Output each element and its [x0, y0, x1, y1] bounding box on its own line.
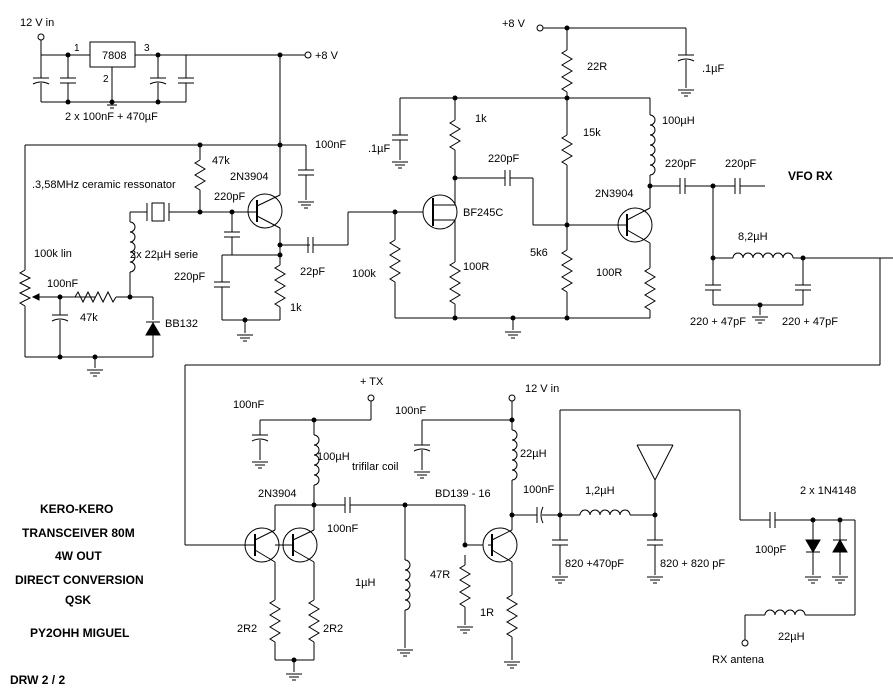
label-22uh-a: 22µH	[520, 448, 547, 460]
label-trifilar: trifilar coil	[352, 461, 398, 473]
label-100nf-d: 100nF	[395, 405, 426, 417]
label-100nf-e: 100nF	[523, 484, 554, 496]
label-2r2-a: 2R2	[237, 623, 257, 635]
label-5k6: 5k6	[530, 247, 548, 259]
label-1r: 1R	[480, 607, 494, 619]
label-100nf-b: 100nF	[47, 278, 78, 290]
label-pin1: 1	[74, 43, 80, 54]
label-100uh-b: 100µH	[317, 451, 350, 463]
label-vfo-rx: VFO RX	[788, 169, 833, 183]
label-100k: 100k	[352, 268, 376, 280]
label-bb132: BB132	[165, 318, 198, 330]
label-100nf-c: 100nF	[233, 399, 264, 411]
title-line-2: TRANSCEIVER 80M	[22, 526, 135, 540]
label-22r: 22R	[587, 61, 607, 73]
label-47k-a: 47k	[212, 155, 230, 167]
label-2r2-b: 2R2	[323, 623, 343, 635]
label-8v-out: +8 V	[315, 50, 339, 62]
label-8v-top: +8 V	[502, 18, 526, 30]
label-2x-1n4148: 2 x 1N4148	[800, 485, 856, 497]
label-rx-antenna: RX antena	[712, 654, 765, 666]
title-line-1: KERO-KERO	[40, 502, 113, 516]
label-47k-b: 47k	[80, 312, 98, 324]
label-2x22uh: 2x 22µH serie	[130, 249, 198, 261]
label-ceramic-resonator: .3,58MHz ceramic ressonator	[32, 179, 176, 191]
label-pot-100k: 100k lin	[34, 248, 72, 260]
title-line-5: QSK	[65, 593, 91, 607]
label-22pf: 22pF	[300, 266, 325, 278]
wiring	[18, 24, 893, 672]
label-7808: 7808	[102, 50, 126, 62]
label-1uh: 1µH	[355, 577, 375, 589]
label-220-47pf-b: 220 + 47pF	[782, 316, 838, 328]
label-100r-a: 100R	[463, 261, 489, 273]
label-820-820pf: 820 + 820 pF	[660, 558, 725, 570]
label-47r: 47R	[430, 569, 450, 581]
label-plus-tx: + TX	[360, 376, 384, 388]
label-q1: 2N3904	[230, 171, 269, 183]
label-pin2: 2	[103, 74, 109, 85]
label-100pf: 100pF	[755, 544, 786, 556]
label-100nf-a: 100nF	[315, 139, 346, 151]
label-q3: 2N3904	[595, 188, 634, 200]
junction-dots	[57, 25, 843, 663]
label-bf245c: BF245C	[463, 207, 503, 219]
label-pin3: 3	[144, 43, 150, 54]
label-q4: 2N3904	[258, 488, 297, 500]
drawing-number: DRW 2 / 2	[10, 673, 65, 687]
label-220pf-a: 220pF	[214, 191, 245, 203]
label-12v-in-top: 12 V in	[20, 17, 54, 29]
title-line-3: 4W OUT	[55, 549, 102, 563]
label-22uh-b: 22µH	[778, 631, 805, 643]
label-220pf-d: 220pF	[665, 158, 696, 170]
label-12v-in-mid: 12 V in	[525, 383, 559, 395]
label-0-1uf-top: .1µF	[702, 63, 725, 75]
label-bd139: BD139 - 16	[435, 488, 491, 500]
label-100uh-a: 100µH	[662, 115, 695, 127]
label-1-2uh: 1,2µH	[585, 485, 615, 497]
label-220pf-b: 220pF	[174, 271, 205, 283]
title-line-4: DIRECT CONVERSION	[15, 573, 144, 587]
label-1k-a: 1k	[290, 302, 302, 314]
label-8-2uh: 8,2µH	[738, 231, 768, 243]
label-220pf-c: 220pF	[488, 153, 519, 165]
label-820-470pf: 820 +470pF	[565, 558, 624, 570]
label-reg-caps: 2 x 100nF + 470µF	[65, 111, 158, 123]
author: PY2OHH MIGUEL	[30, 626, 129, 640]
label-100r-b: 100R	[596, 267, 622, 279]
label-15k: 15k	[583, 127, 601, 139]
label-100nf-f: 100nF	[327, 523, 358, 535]
label-1k-b: 1k	[475, 113, 487, 125]
label-0-1uf-mid: .1µF	[368, 143, 391, 155]
label-220pf-e: 220pF	[725, 158, 756, 170]
label-220-47pf-a: 220 + 47pF	[690, 316, 746, 328]
